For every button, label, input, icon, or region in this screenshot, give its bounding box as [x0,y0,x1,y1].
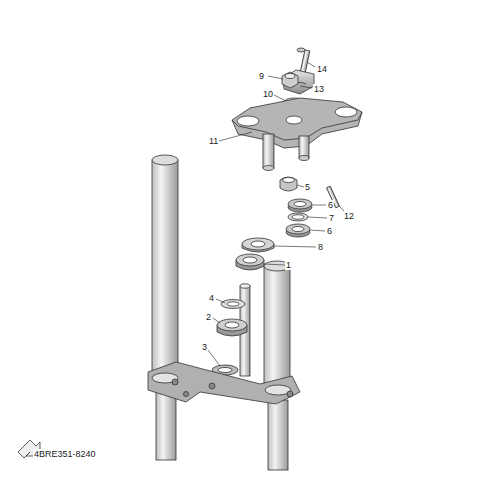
callout-number: 11 [208,136,219,146]
diagram-code: 4BRE351-8240 [33,449,97,459]
callout-number: 12 [343,211,355,221]
callout-number: 6 [326,226,333,236]
callout-number: 13 [313,84,325,94]
callout-number: 9 [258,71,265,81]
callout-number: 5 [304,182,311,192]
callout-number: 14 [316,64,328,74]
callout-number: 3 [201,342,208,352]
callout-number: 4 [208,293,215,303]
callout-number: 7 [328,213,335,223]
callout-number: 6 [327,200,334,210]
callout-number: 8 [317,242,324,252]
callout-number: 2 [205,312,212,322]
callout-number: 1 [285,260,292,270]
callout-number: 10 [262,89,274,99]
